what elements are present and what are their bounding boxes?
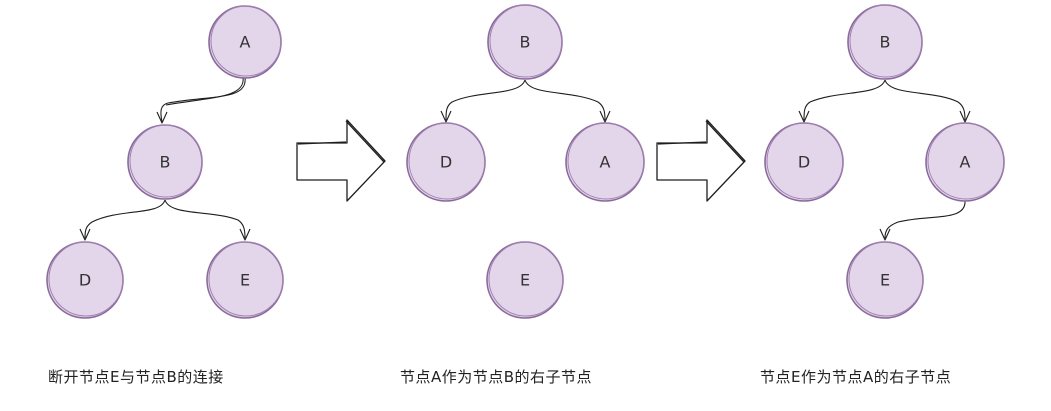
node-e: E — [486, 241, 564, 319]
caption-panel-2: 节点A作为节点B的右子节点 — [400, 368, 593, 386]
node-label: D — [440, 153, 452, 172]
caption-panel-1: 断开节点E与节点B的连接 — [48, 368, 224, 386]
node-label: D — [79, 271, 91, 290]
node-a: A — [208, 5, 282, 79]
node-e: E — [206, 241, 284, 319]
edge-b-to-a — [884, 79, 966, 121]
edge-b-to-a — [524, 79, 606, 121]
arrowhead-b — [156, 111, 168, 124]
node-e: E — [846, 241, 924, 319]
node-d: D — [764, 122, 844, 202]
panel-3: B D A E — [764, 4, 1005, 319]
transition-arrow-2 — [656, 119, 746, 202]
edge-a-to-b-sketch — [165, 76, 244, 106]
node-a: A — [565, 122, 645, 202]
node-label: A — [960, 153, 971, 172]
node-label: E — [240, 271, 250, 290]
edge-b-to-e — [164, 199, 246, 239]
node-label: A — [240, 33, 251, 52]
node-d: D — [46, 241, 124, 319]
node-d: D — [406, 122, 486, 202]
arrowhead-d — [79, 228, 91, 241]
edge-a-to-e — [884, 199, 966, 239]
edge-b-to-d — [445, 79, 526, 121]
transition-arrow-1-sketch — [297, 120, 385, 163]
arrowhead-a — [599, 110, 611, 123]
arrowhead-d — [798, 110, 810, 123]
node-a: A — [925, 122, 1005, 202]
node-label: D — [798, 153, 810, 172]
node-label: A — [600, 153, 611, 172]
edge-b-to-d — [84, 199, 166, 239]
node-b: B — [487, 4, 563, 80]
arrowhead-e — [879, 228, 891, 241]
transition-arrow-1 — [296, 119, 386, 202]
node-b: B — [847, 4, 923, 80]
node-label: E — [880, 271, 890, 290]
node-label: B — [160, 153, 171, 172]
transition-arrow-2-sketch — [657, 120, 745, 163]
panel-1: A B D E — [46, 5, 284, 319]
edge-a-to-b — [160, 76, 246, 123]
panel-2: B D A E — [406, 4, 645, 319]
node-label: E — [520, 271, 530, 290]
arrowhead-d — [440, 110, 452, 123]
caption-panel-3: 节点E作为节点A的右子节点 — [760, 368, 952, 386]
arrowhead-e — [239, 228, 251, 241]
node-label: B — [880, 33, 891, 52]
arrowhead-a — [959, 110, 971, 123]
node-label: B — [520, 33, 531, 52]
node-b: B — [127, 124, 203, 200]
edge-b-to-d — [803, 79, 886, 121]
